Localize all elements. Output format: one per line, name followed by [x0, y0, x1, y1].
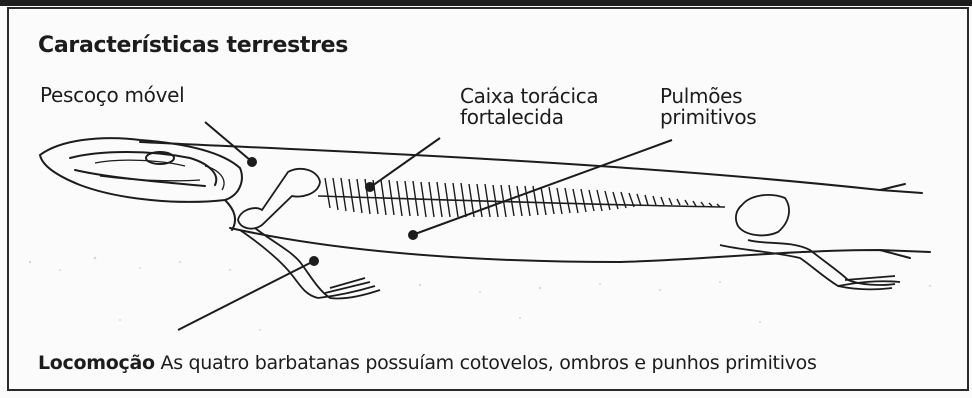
label-ribcage-line1: Caixa torácica [460, 86, 598, 107]
neck-leader [205, 122, 250, 160]
ribcage [318, 178, 725, 217]
caption-locomotion: Locomoção As quatro barbatanas possuíam … [38, 354, 817, 374]
locomotion-leader [178, 262, 312, 330]
ground-texture [29, 257, 931, 331]
caption-text: As quatro barbatanas possuíam cotovelos,… [155, 352, 817, 374]
label-neck: Pescoço móvel [40, 85, 184, 106]
caption-bold-term: Locomoção [38, 352, 155, 374]
label-ribcage: Caixa torácica fortalecida [460, 86, 598, 128]
label-lungs-line2: primitivos [660, 107, 756, 128]
hind-limb [720, 195, 900, 289]
label-ribcage-line2: fortalecida [460, 107, 598, 128]
ribcage-leader [372, 138, 440, 186]
diagram-title: Características terrestres [38, 34, 348, 57]
label-lungs: Pulmões primitivos [660, 86, 756, 128]
leader-lines [178, 122, 672, 330]
label-lungs-line1: Pulmões [660, 86, 756, 107]
body-outline [40, 138, 930, 262]
